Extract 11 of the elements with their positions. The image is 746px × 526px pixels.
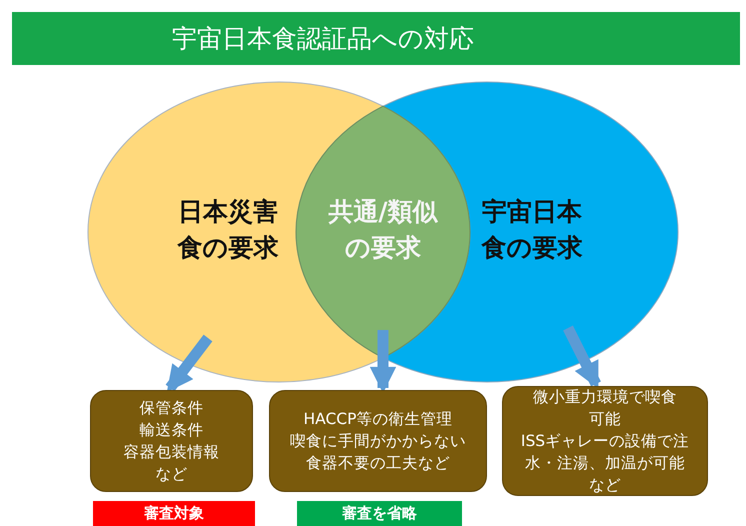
result-box: 保管条件輸送条件容器包装情報など xyxy=(90,390,253,492)
arrow xyxy=(166,334,212,392)
result-box: HACCP等の衛生管理喫食に手間がかからない食器不要の工夫など xyxy=(269,390,487,492)
circle-label: 共通/類似の要求 xyxy=(327,196,439,264)
arrow xyxy=(563,326,601,389)
result-box: 微小重力環境で喫食可能ISSギャレーの設備で注水・注湯、加温が可能など xyxy=(502,386,708,496)
circle-label: 日本災害食の要求 xyxy=(176,196,280,264)
status-label: 審査対象 xyxy=(93,501,255,526)
status-label: 審査を省略 xyxy=(297,501,462,526)
circle-label: 宇宙日本食の要求 xyxy=(480,196,584,264)
title-banner: 宇宙日本食認証品への対応 xyxy=(12,12,740,65)
